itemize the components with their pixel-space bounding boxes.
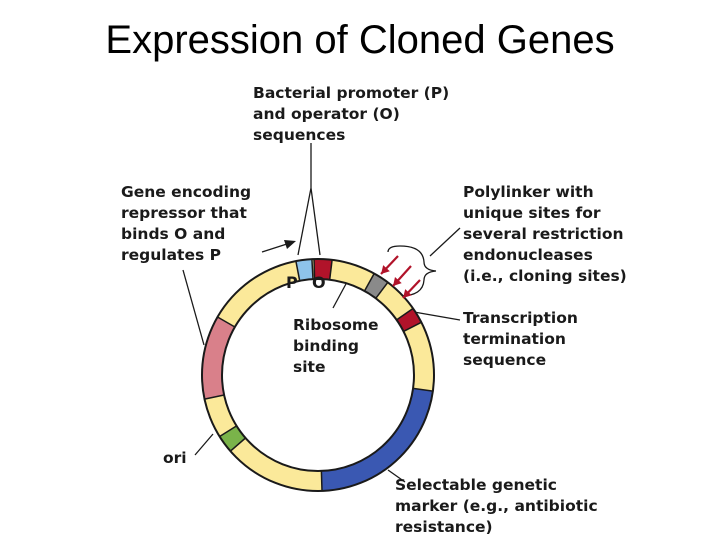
- ori-segment-edge-2: [219, 425, 237, 438]
- cloning-arrowhead-1: [381, 265, 390, 274]
- ori-segment-edge-1: [230, 437, 246, 452]
- plasmid-inner-edge: [221, 278, 415, 472]
- operator-segment-edge-2: [328, 259, 333, 280]
- leader-lines: [182, 143, 461, 483]
- ori-leader: [194, 433, 214, 456]
- repressor-arrowhead: [284, 240, 296, 249]
- ribosome-leader: [332, 281, 348, 309]
- plasmid-ring: [201, 258, 435, 492]
- selectable-marker-segment: [321, 388, 433, 491]
- terminator-segment: [396, 308, 422, 332]
- ori-segment: [219, 425, 246, 452]
- selectable-marker-segment-edge-2: [320, 470, 323, 491]
- operator-letter: O: [312, 273, 326, 292]
- repressor-gene-segment-edge-2: [217, 316, 236, 328]
- promoter-operator-label: Bacterial promoter (P)and operator (O)se…: [253, 84, 449, 144]
- ori-label: ori: [163, 449, 187, 467]
- operator-segment-edge-1: [313, 259, 316, 280]
- promoter-segment-edge-2: [311, 259, 314, 280]
- repressor-gene-segment: [202, 317, 236, 400]
- terminator-leader: [413, 311, 461, 321]
- polylinker-segment: [364, 273, 388, 299]
- plasmid-segments: [202, 259, 434, 491]
- repressor-leader: [261, 242, 291, 253]
- terminator-segment-edge-1: [396, 307, 414, 321]
- repressor-gene-leader: [182, 269, 205, 346]
- cloning-arrowhead-2: [393, 277, 402, 286]
- repressor-gene-segment-edge-1: [204, 394, 225, 400]
- polylinker-segment-edge-1: [363, 273, 375, 292]
- promoter-segment: [295, 259, 314, 281]
- cloning-site-arrows: [380, 255, 421, 299]
- slide-title: Expression of Cloned Genes: [105, 18, 615, 62]
- operator-segment: [313, 259, 333, 280]
- marker-leader: [387, 469, 406, 483]
- promoter-leader: [297, 143, 321, 256]
- polylinker-leader: [429, 227, 461, 257]
- cloning-arrowhead-3: [403, 289, 412, 298]
- selectable-marker-segment-edge-1: [412, 387, 434, 392]
- plasmid-outer-edge: [201, 258, 435, 492]
- promoter-segment-edge-1: [295, 260, 301, 281]
- terminator-segment-edge-2: [403, 321, 422, 333]
- polylinker-segment-edge-2: [375, 281, 389, 299]
- promoter-letter: P: [286, 273, 298, 292]
